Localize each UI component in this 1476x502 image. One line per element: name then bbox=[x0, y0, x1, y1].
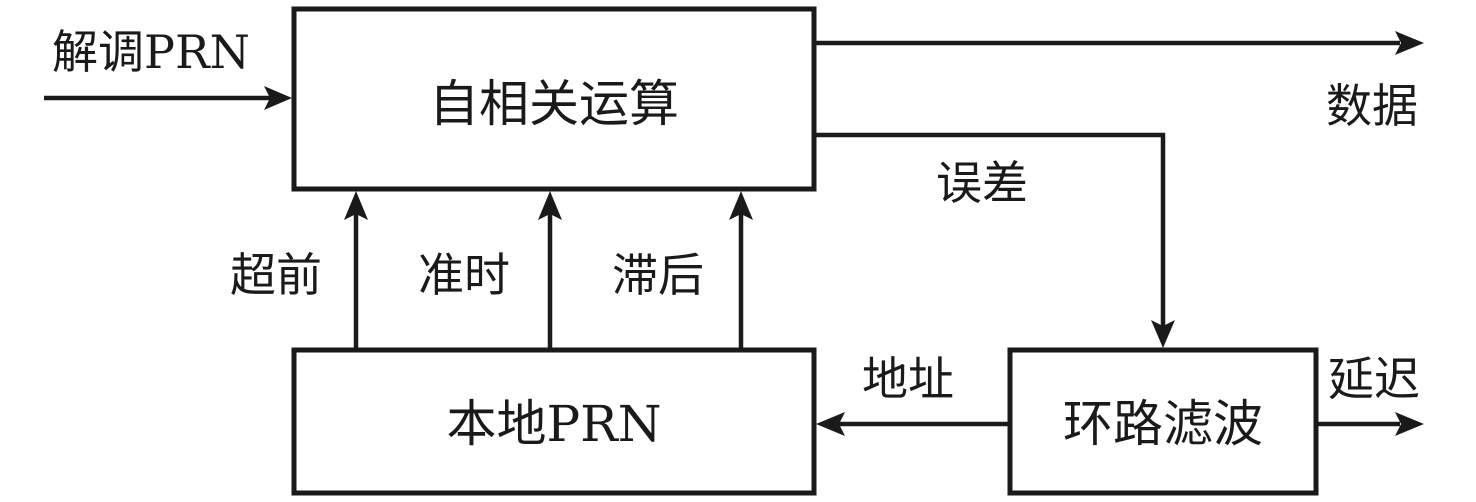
error-label: 误差 bbox=[936, 156, 1028, 210]
loop-filter-block: 环路滤波 bbox=[1007, 347, 1319, 496]
local-prn-block: 本地PRN bbox=[291, 347, 817, 496]
local-prn-label: 本地PRN bbox=[446, 395, 661, 453]
prompt-label: 准时 bbox=[418, 248, 510, 302]
error-arrow bbox=[814, 132, 1175, 348]
input-label: 解调PRN bbox=[52, 25, 250, 79]
address-label: 地址 bbox=[862, 352, 954, 406]
autocorrelation-block: 自相关运算 bbox=[291, 6, 817, 192]
delay-label: 延迟 bbox=[1328, 352, 1420, 406]
late-arrow bbox=[729, 191, 753, 350]
early-label: 超前 bbox=[230, 248, 322, 302]
input-arrow bbox=[44, 86, 292, 110]
early-arrow bbox=[344, 191, 368, 350]
data-label: 数据 bbox=[1326, 79, 1418, 133]
autocorrelation-label: 自相关运算 bbox=[429, 75, 679, 133]
address-arrow bbox=[816, 412, 1010, 436]
delay-output-arrow bbox=[1316, 412, 1424, 436]
data-output-arrow bbox=[814, 31, 1424, 55]
late-label: 滞后 bbox=[612, 248, 704, 302]
loop-filter-label: 环路滤波 bbox=[1063, 395, 1263, 453]
prompt-arrow bbox=[538, 191, 562, 350]
